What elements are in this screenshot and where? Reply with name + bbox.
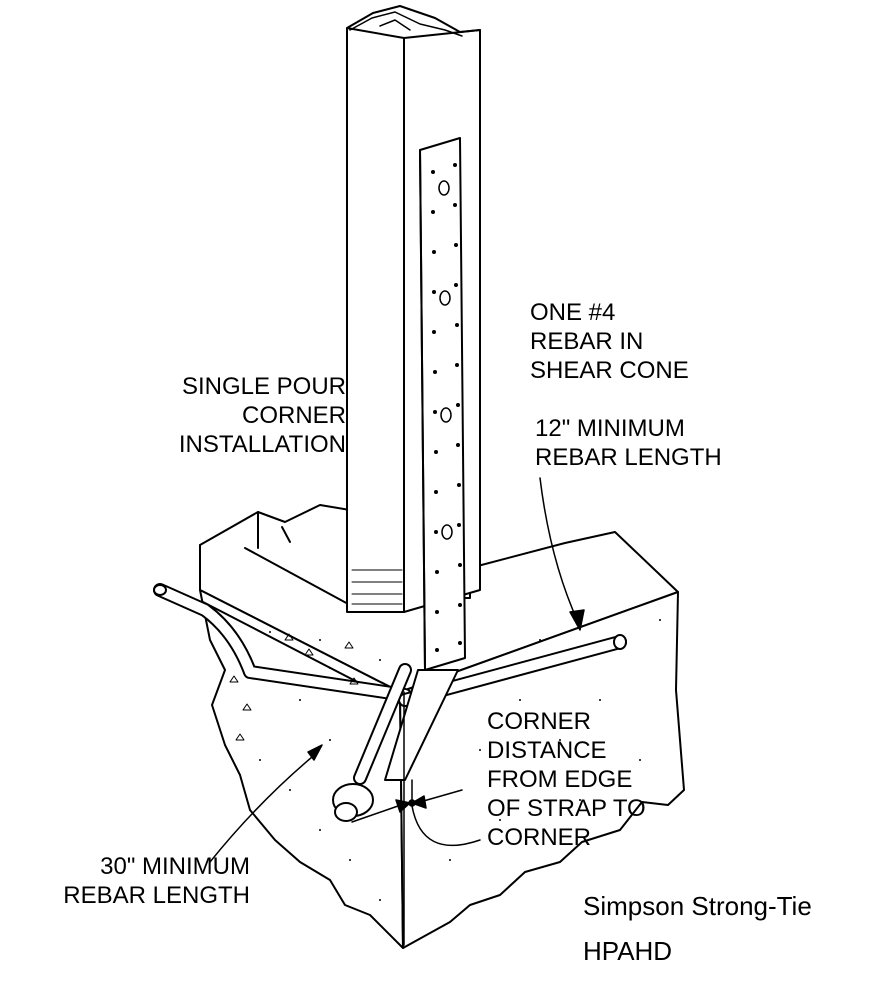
hpahd-strap xyxy=(419,137,466,671)
rebar-30-inch xyxy=(153,583,412,702)
caption-model: HPAHD xyxy=(583,936,673,966)
label-rebar-12-inch: 12" MINIMUM REBAR LENGTH xyxy=(535,415,722,471)
label-corner-distance: CORNER DISTANCE FROM EDGE OF STRAP TO CO… xyxy=(487,708,646,851)
strap-fastener-holes xyxy=(431,163,462,652)
concrete-texture xyxy=(229,633,359,741)
leader-rebar-30 xyxy=(209,744,323,863)
label-rebar-30-inch: 30" MINIMUM REBAR LENGTH xyxy=(63,853,250,909)
leader-rebar-12 xyxy=(539,477,585,631)
concrete-dots xyxy=(259,619,661,901)
label-single-pour-corner: SINGLE POUR CORNER INSTALLATION xyxy=(178,373,346,458)
leader-corner-distance xyxy=(351,789,481,847)
caption-brand: Simpson Strong-Tie xyxy=(583,891,812,921)
label-rebar-shear-cone: ONE #4 REBAR IN SHEAR CONE xyxy=(530,299,689,384)
strap-oval-holes xyxy=(438,180,453,540)
